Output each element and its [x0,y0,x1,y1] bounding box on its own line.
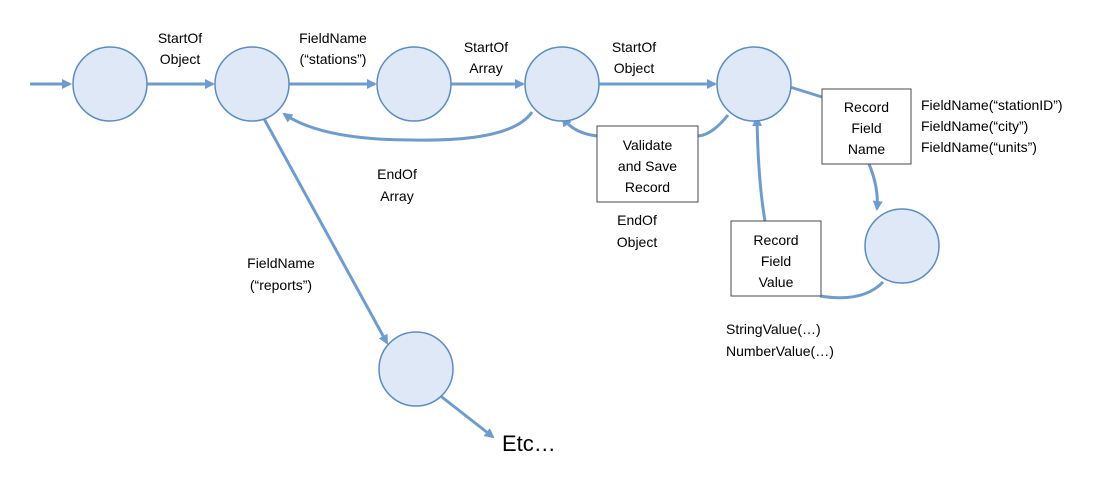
action-validate-save-record: Validate and Save Record [596,125,699,203]
edge-value-b [752,116,767,222]
state-node [214,46,290,122]
edge-label: StringValue(…) [726,321,821,337]
action-line: Field [851,120,881,136]
edge-label: Object [617,234,658,250]
edge-label: StartOf [612,39,656,55]
action-line: Validate [623,137,673,153]
state-node [72,46,148,122]
nodes [72,46,940,407]
edges [30,79,885,439]
state-node [716,46,792,122]
edge-label: (“stations”) [300,51,367,67]
edge-field-name-b [867,163,883,211]
edge-value-a [819,280,885,300]
action-line: Field [761,253,791,269]
action-record-field-name: Record Field Name [821,88,912,165]
edge-label: FieldName [247,255,315,271]
edge-label: StartOf [464,39,508,55]
edge-label: FieldName(“stationID”) [921,97,1063,113]
edge-label: NumberValue(…) [726,343,834,359]
state-node [378,331,454,407]
edge-label: Object [160,51,201,67]
edge-label: EndOf [377,166,417,182]
action-box [730,220,822,297]
action-line: Record [625,179,670,195]
action-box [821,88,912,165]
edge-field-reports [260,114,389,345]
edge-end-array [282,111,534,142]
edge-label: FieldName [299,30,367,46]
edge-label: (“reports”) [250,277,312,293]
edge-etc [437,392,495,439]
action-line: Name [848,141,886,157]
edge-label: StartOf [158,30,202,46]
action-box [596,125,699,203]
state-node [524,46,600,122]
action-line: Record [753,232,798,248]
edge-field-name-a [789,85,823,99]
action-line: Record [844,99,889,115]
edge-label: FieldName(“city”) [921,118,1028,134]
action-line: and Save [618,158,677,174]
edge-label: Object [614,60,655,76]
etc-label: Etc… [502,431,556,456]
state-node [864,208,940,284]
edge-label: Array [469,60,502,76]
edge-label: Array [380,188,413,204]
edge-label: EndOf [617,212,657,228]
edge-labels: StartOf Object FieldName (“stations”) St… [158,30,1063,456]
edge-end-object-a [697,114,730,138]
action-line: Value [759,274,794,290]
action-record-field-value: Record Field Value [730,220,822,297]
edge-label: FieldName(“units”) [921,139,1037,155]
state-node [376,46,452,122]
